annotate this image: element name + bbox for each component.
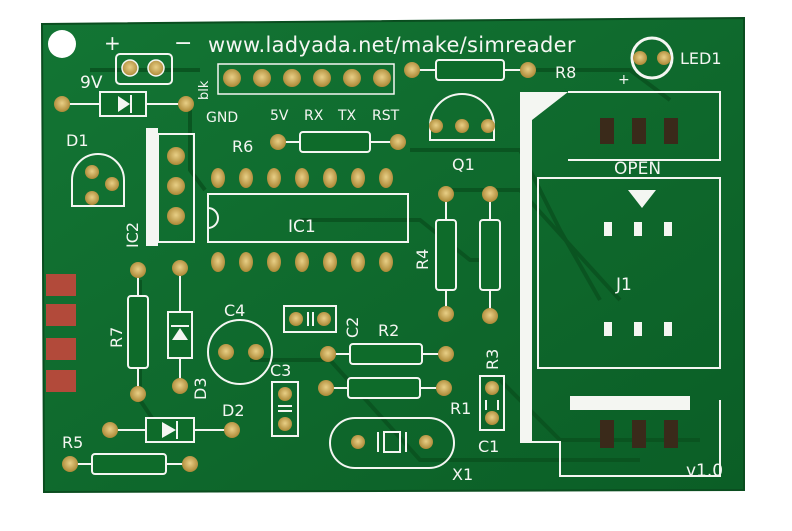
battery-label: 9V (80, 73, 103, 93)
transistor-q1 (429, 93, 495, 141)
resistor-r1 (318, 377, 452, 399)
ref-r3: R3 (483, 349, 502, 370)
ref-led1: LED1 (680, 49, 722, 68)
resistor-r6 (270, 131, 406, 153)
led1-footprint (630, 36, 674, 80)
header-pin-tx: TX (337, 108, 357, 124)
diode-d3 (167, 260, 193, 394)
diode-d2 (102, 417, 240, 443)
ref-r1: R1 (450, 399, 471, 418)
mounting-hole (48, 30, 76, 58)
ref-r6: R6 (232, 137, 253, 156)
resistor-r8 (404, 59, 536, 81)
ref-r7: R7 (107, 327, 126, 348)
resistor-r3 (479, 186, 501, 324)
diode-d1-top (54, 91, 194, 117)
ref-c2: C2 (343, 317, 362, 338)
board-version: v1.0 (686, 461, 723, 481)
to92-left (71, 153, 125, 207)
crystal-x1 (329, 417, 455, 469)
capacitor-c4 (207, 319, 273, 385)
header-pin-rst: RST (372, 108, 400, 124)
capacitor-c1 (479, 375, 505, 431)
battery-plus-label: + (104, 31, 121, 55)
header-pin-rx: RX (304, 108, 324, 124)
ftdi-header (217, 63, 395, 95)
ref-c1: C1 (478, 437, 499, 456)
resistor-r4 (435, 186, 457, 322)
resistor-r2 (320, 343, 454, 365)
ref-r8: R8 (555, 63, 576, 82)
sim-socket (520, 91, 721, 477)
edge-contacts (46, 274, 76, 392)
header-pin-gnd: GND (206, 110, 238, 126)
ic1-dip (207, 168, 409, 272)
board-url: www.ladyada.net/make/simreader (208, 33, 576, 57)
ref-ic1: IC1 (288, 217, 316, 237)
ref-ic2: IC2 (123, 222, 142, 248)
ref-r2: R2 (378, 321, 399, 340)
capacitor-c2 (283, 305, 337, 333)
ref-r5: R5 (62, 433, 83, 452)
capacitor-c3 (271, 381, 299, 437)
ref-c4: C4 (224, 301, 245, 320)
header-blk-label: blk (197, 80, 212, 100)
ref-r4: R4 (413, 249, 432, 270)
ref-d3: D3 (191, 378, 210, 401)
led-plus-label: + (618, 72, 630, 88)
sim-open-label: OPEN (614, 159, 661, 179)
ref-c3: C3 (270, 361, 291, 380)
ic2-regulator (146, 128, 195, 246)
ref-d1: D1 (66, 131, 89, 150)
battery-connector (115, 53, 173, 85)
ref-q1: Q1 (452, 155, 475, 174)
resistor-r7 (127, 262, 149, 402)
header-pin-5v: 5V (270, 108, 289, 124)
resistor-r5 (62, 453, 198, 475)
ref-j1: J1 (615, 275, 632, 295)
ref-d2: D2 (222, 401, 245, 420)
battery-minus-label: − (174, 31, 192, 56)
ref-x1: X1 (452, 465, 473, 484)
